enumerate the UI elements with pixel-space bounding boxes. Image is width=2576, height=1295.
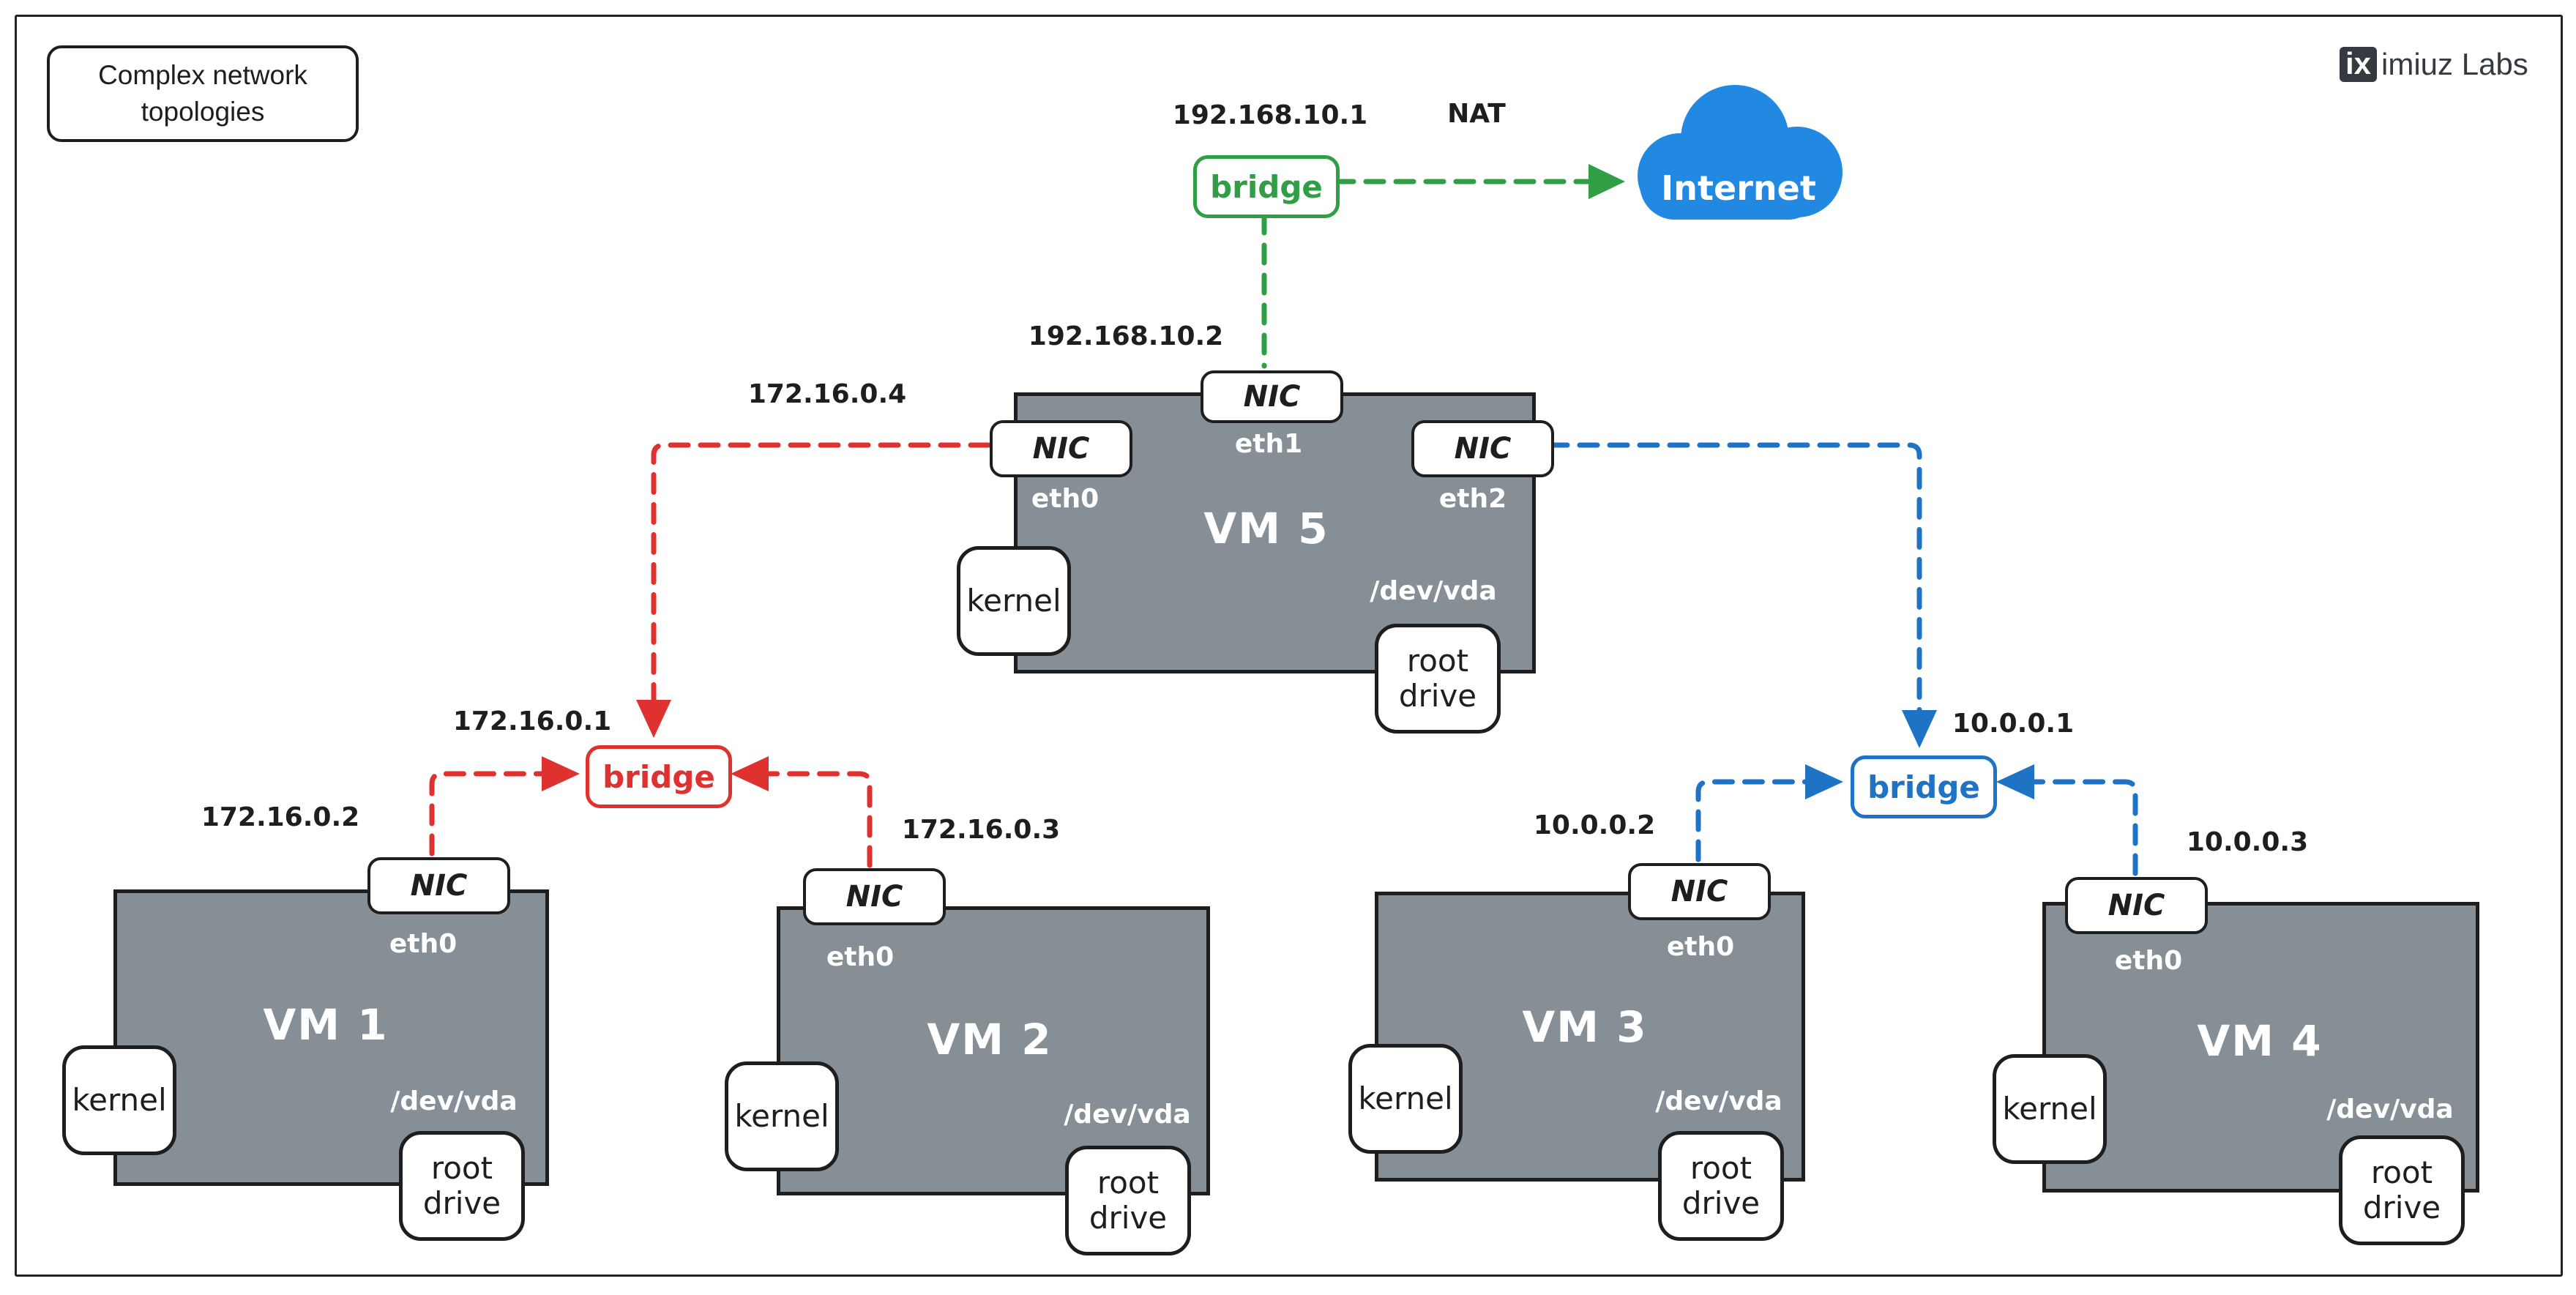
brand-logo: ix imiuz Labs [2340, 45, 2528, 83]
vm1-nic-label: NIC [410, 869, 468, 903]
vm2-disk-label: /dev/vda [1064, 1100, 1191, 1130]
vm3-root-drive-label: root drive [1681, 1149, 1761, 1221]
vm1-root-drive-label: root drive [422, 1149, 501, 1221]
vm3-nic: NIC [1628, 863, 1771, 920]
arrowhead-into-bluebridge-right [1996, 764, 2034, 799]
vm2-ip-label: 172.16.0.3 [901, 815, 1061, 845]
vm1-nic: NIC [367, 857, 510, 914]
vm1-kernel-box: kernel [62, 1045, 176, 1155]
brand-name: imiuz Labs [2381, 47, 2528, 81]
blue-bridge: bridge [1851, 755, 1997, 818]
vm2-nic: NIC [803, 868, 946, 925]
vm5-nic-eth1-label: NIC [1243, 380, 1301, 414]
vm2-iface-label: eth0 [826, 942, 895, 972]
vm2-root-drive-label: root drive [1089, 1164, 1168, 1236]
wire-vm5-eth2-to-bluebridge [1547, 442, 1922, 713]
vm4-kernel-box: kernel [1993, 1054, 2107, 1164]
vm5-eth1-ip-label: 192.168.10.2 [1028, 321, 1224, 351]
vm5-nic-eth0-label: NIC [1032, 432, 1090, 466]
vm3-root-drive-box: root drive [1658, 1131, 1784, 1241]
redbridge-ip-label: 172.16.0.1 [452, 706, 612, 736]
vm4-name: VM 4 [2197, 1016, 2323, 1066]
vm5-disk-label: /dev/vda [1370, 576, 1497, 606]
vm4-iface-label: eth0 [2114, 946, 2183, 976]
vm4-root-drive-label: root drive [2362, 1154, 2441, 1225]
arrowhead-into-redbridge-left [542, 756, 580, 791]
vm3-name: VM 3 [1522, 1002, 1648, 1052]
vm5-eth0-ip-label: 172.16.0.4 [747, 379, 907, 409]
vm2-root-drive-box: root drive [1065, 1146, 1191, 1255]
vm4-kernel-label: kernel [2002, 1090, 2097, 1127]
nat-bridge-label: bridge [1210, 168, 1323, 205]
arrowhead-into-bluebridge-top [1902, 710, 1937, 748]
vm2-nic-label: NIC [845, 880, 903, 914]
vm3-ip-label: 10.0.0.2 [1533, 810, 1656, 840]
vm5-root-drive-label: root drive [1398, 642, 1477, 714]
vm1-box [113, 889, 549, 1186]
bluebridge-ip-label: 10.0.0.1 [1952, 709, 2075, 739]
arrowhead-into-bluebridge-left [1805, 764, 1843, 799]
vm3-kernel-box: kernel [1348, 1044, 1463, 1154]
vm4-nic-label: NIC [2108, 889, 2165, 922]
vm5-eth2-iface-label: eth2 [1438, 484, 1507, 514]
vm5-eth1-iface-label: eth1 [1234, 429, 1303, 459]
vm1-iface-label: eth0 [389, 929, 458, 959]
wire-vm1-to-redbridge [429, 771, 545, 857]
red-bridge-label: bridge [602, 758, 715, 795]
internet-label: Internet [1661, 168, 1816, 208]
vm3-disk-label: /dev/vda [1655, 1086, 1782, 1116]
vm1-ip-label: 172.16.0.2 [201, 802, 360, 832]
red-bridge: bridge [586, 745, 732, 808]
wire-vm3-to-bluebridge [1695, 779, 1808, 862]
arrowhead-into-redbridge-top [636, 700, 671, 738]
wire-vm2-to-redbridge [766, 771, 873, 868]
wire-vm5-eth0-to-redbridge [651, 442, 991, 703]
vm1-root-drive-box: root drive [399, 1131, 525, 1241]
diagram-title-box: Complex network topologies [47, 45, 359, 142]
vm3-iface-label: eth0 [1666, 932, 1735, 962]
brand-ix-mark-icon: ix [2340, 47, 2378, 82]
vm2-name: VM 2 [927, 1015, 1053, 1064]
vm4-disk-label: /dev/vda [2326, 1094, 2454, 1124]
vm5-kernel-box: kernel [957, 546, 1071, 656]
vm5-nic-eth0: NIC [990, 420, 1132, 477]
vm4-ip-label: 10.0.0.3 [2186, 827, 2309, 857]
vm3-kernel-label: kernel [1358, 1080, 1453, 1116]
nat-label: NAT [1447, 99, 1506, 129]
vm5-name: VM 5 [1203, 504, 1329, 553]
vm4-nic: NIC [2065, 877, 2208, 934]
vm3-nic-label: NIC [1670, 875, 1728, 908]
arrowhead-into-internet [1588, 164, 1625, 199]
vm5-root-drive-box: root drive [1375, 624, 1501, 734]
vm5-eth0-iface-label: eth0 [1031, 484, 1100, 514]
vm1-disk-label: /dev/vda [390, 1086, 518, 1116]
vm2-kernel-box: kernel [725, 1061, 839, 1171]
vm1-name: VM 1 [263, 1000, 389, 1050]
internet-cloud-icon [1638, 85, 1843, 220]
vm1-kernel-label: kernel [72, 1081, 167, 1118]
vm4-root-drive-box: root drive [2339, 1135, 2465, 1245]
natbridge-ip-label: 192.168.10.1 [1172, 100, 1368, 130]
vm5-kernel-label: kernel [966, 582, 1061, 619]
nat-bridge: bridge [1193, 155, 1340, 218]
vm5-nic-eth2-label: NIC [1454, 432, 1512, 466]
wire-vm4-to-bluebridge [2031, 779, 2138, 876]
vm5-nic-eth1: NIC [1201, 370, 1343, 423]
diagram-title: Complex network topologies [98, 60, 307, 127]
vm2-kernel-label: kernel [734, 1097, 829, 1134]
blue-bridge-label: bridge [1867, 769, 1980, 805]
page-border [15, 15, 2563, 1277]
vm5-nic-eth2: NIC [1411, 420, 1554, 477]
arrowhead-into-redbridge-right [731, 756, 769, 791]
